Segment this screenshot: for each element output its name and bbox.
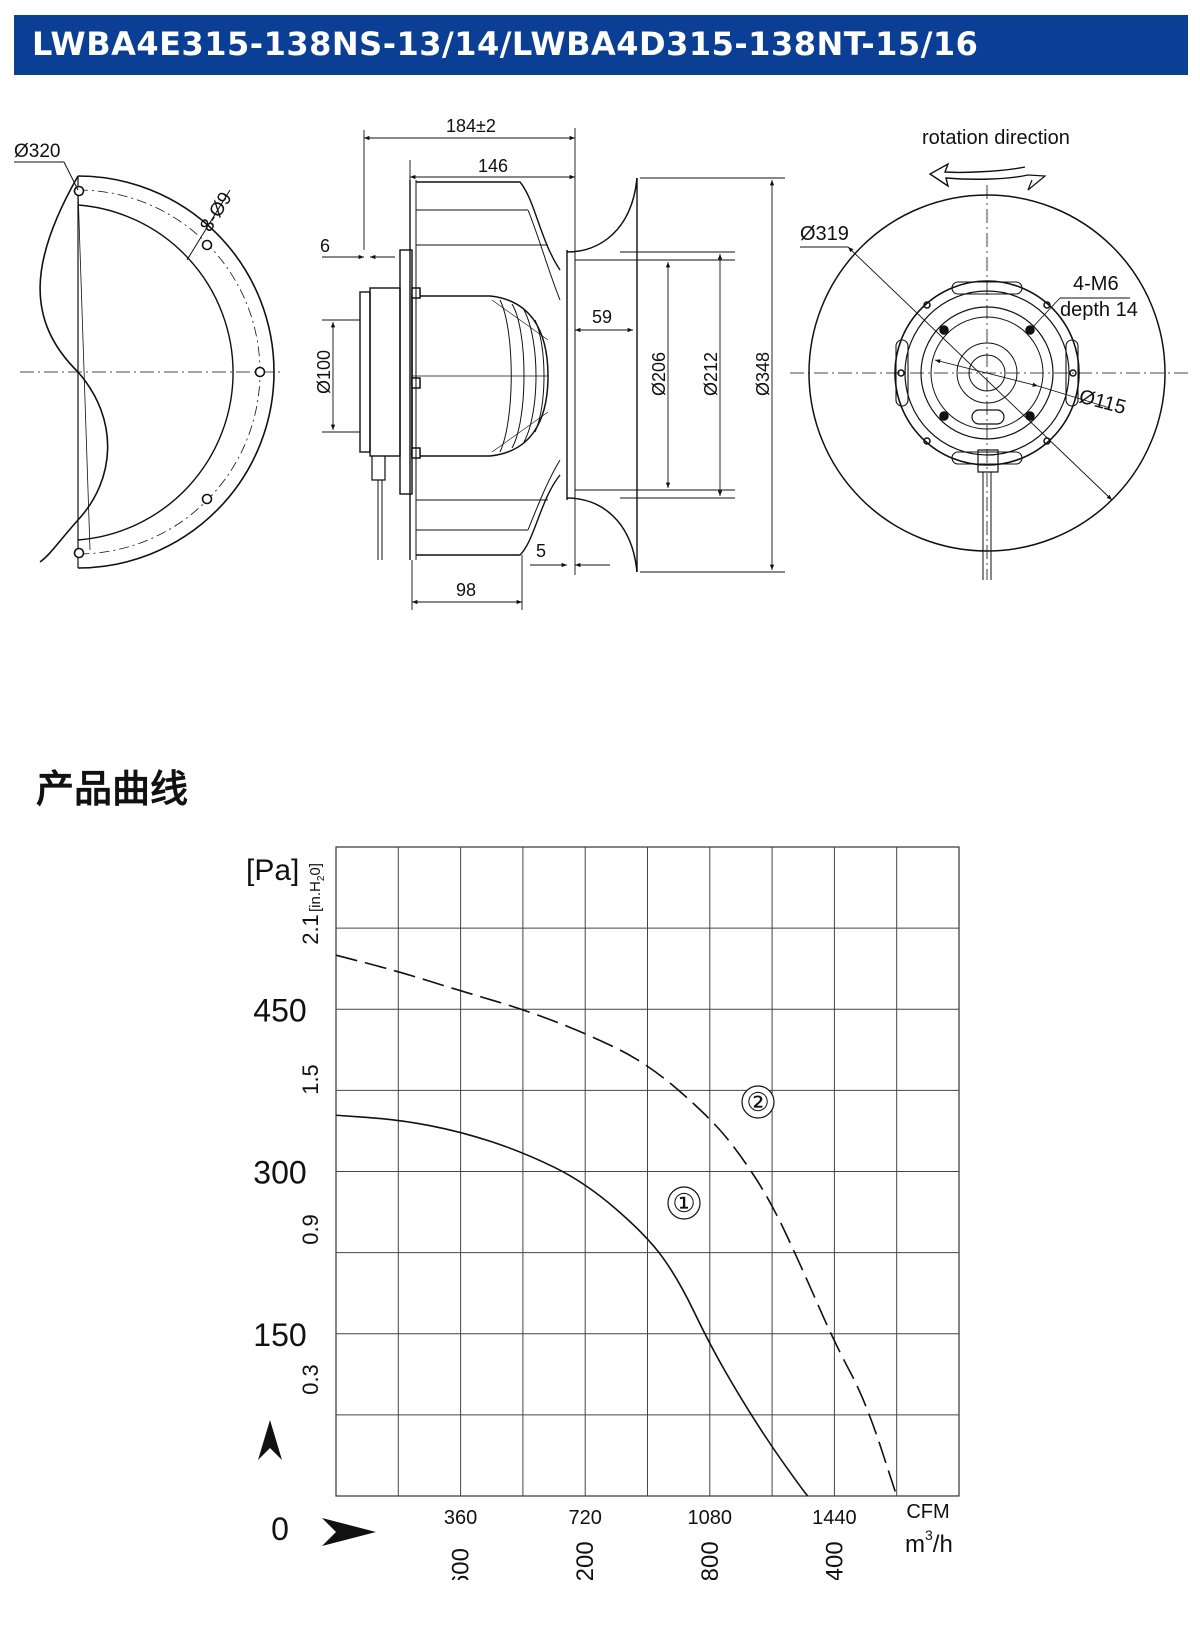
x-tick-cfm: 360 [444,1507,477,1529]
dim-98: 98 [456,580,476,600]
x-tick-m3h: 600 [448,1548,475,1580]
x-unit-cfm: CFM [906,1501,949,1523]
curve-series-1 [335,1114,809,1497]
side-ring-view [14,161,280,569]
dim-6: 6 [320,236,330,256]
dim-m6: 4-M6 [1073,273,1119,295]
curve-label-circle [667,1186,701,1220]
y-tick-inh2o: 1.5 [298,1064,323,1095]
x-tick-m3h: 2400 [821,1541,848,1580]
y-unit-pa: [Pa] [246,854,299,887]
chart-grid [335,846,960,1497]
curve-label-circle [741,1085,775,1119]
dim-d100: Ø100 [314,350,334,394]
dim-146: 146 [478,156,508,176]
dim-d212: Ø212 [701,352,721,396]
dimension-drawing: Ø320 8-Ø9 [14,116,1190,610]
dim-d348: Ø348 [753,352,773,396]
performance-chart: ①② 45030015002.11.50.90.3[Pa][in.H20]360… [246,846,960,1580]
title-bar: LWBA4E315-138NS-13/14/LWBA4D315-138NT-15… [14,15,1188,75]
dim-184: 184±2 [446,116,496,136]
x-unit-m3h: m3/h [905,1527,953,1558]
curve-label-2: ② [746,1087,769,1117]
y-tick-inh2o: 0.9 [298,1214,323,1245]
x-tick-cfm: 1080 [688,1507,733,1529]
side-profile-view [322,128,785,610]
chart-labels: 450 300 150 0 2.1 1.5 0.9 0.3 [Pa] [in.H20] 360 720… [246,854,953,1580]
dim-d115: Ø115 [1077,386,1129,420]
x-tick-m3h: 1800 [697,1541,724,1580]
dim-d319: Ø319 [800,223,849,245]
x-tick-m3h: 1200 [572,1541,599,1580]
dim-5: 5 [536,541,546,561]
x-axis-arrow-icon [322,1518,376,1546]
y-axis-arrow-icon [258,1420,282,1460]
curve-label-1: ① [672,1188,695,1218]
y-tick-inh2o: 0.3 [298,1364,323,1395]
y-tick-pa: 450 [253,992,306,1028]
y-tick-inh2o: 2.1 [298,914,323,945]
x-tick-cfm: 1440 [812,1507,857,1529]
rotation-label: rotation direction [922,127,1070,149]
dim-d206: Ø206 [649,352,669,396]
y-tick-pa: 150 [253,1317,306,1353]
chart-series: ①② [335,954,898,1497]
y-tick-pa: 0 [271,1511,289,1547]
model-title: LWBA4E315-138NS-13/14/LWBA4D315-138NT-15… [32,25,979,63]
front-view [790,162,1190,580]
dim-59: 59 [592,307,612,327]
dim-d320: Ø320 [14,141,60,162]
y-tick-pa: 300 [253,1155,306,1191]
x-tick-cfm: 720 [569,1507,602,1529]
section-heading: 产品曲线 [36,767,189,811]
curve-series-2 [335,954,898,1497]
dim-holes: 8-Ø9 [196,189,236,236]
y-unit-inh2o: [in.H20] [307,863,327,912]
dim-depth: depth 14 [1060,299,1138,321]
